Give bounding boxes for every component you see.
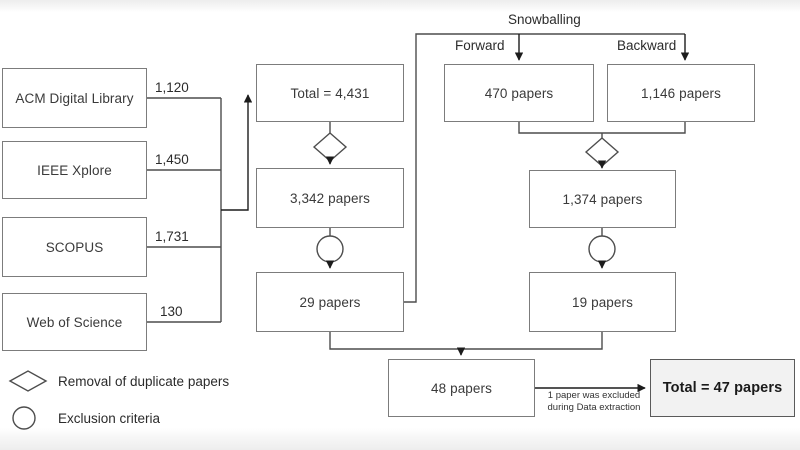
node-snowball-after-exclusion[interactable]: 19 papers	[529, 272, 676, 332]
source-box-scopus[interactable]: SCOPUS	[2, 217, 147, 277]
source-box-ieee[interactable]: IEEE Xplore	[2, 141, 147, 199]
legend-item-exclusion: Exclusion criteria	[8, 405, 160, 431]
source-box-acm[interactable]: ACM Digital Library	[2, 68, 147, 128]
forward-label: Forward	[455, 38, 505, 53]
wire-bus-to-total	[221, 94, 253, 211]
snowballing-title: Snowballing	[508, 12, 581, 27]
circle-exclusion-main	[316, 235, 344, 263]
wire-29-to-snowballing	[404, 33, 519, 303]
diamond-duplicates-snowball	[584, 137, 620, 167]
diamond-icon	[8, 368, 48, 394]
node-final-total[interactable]: Total = 47 papers	[650, 359, 795, 417]
node-snowball-after-duplicates[interactable]: 1,374 papers	[529, 170, 676, 228]
wire-backward-merge	[602, 122, 686, 134]
circle-exclusion-snowball	[588, 235, 616, 263]
count-label-web-of-science: 130	[160, 304, 183, 319]
node-backward-papers[interactable]: 1,146 papers	[607, 64, 755, 122]
circle-icon	[8, 405, 48, 431]
count-label-scopus: 1,731	[155, 229, 189, 244]
wire-bottom-merge-bar	[329, 332, 603, 350]
exclusion-note: 1 paper was excluded during Data extract…	[538, 390, 650, 413]
count-label-acm: 1,120	[155, 80, 189, 95]
exclusion-note-line2: during Data extraction	[547, 401, 641, 413]
legend-item-duplicates: Removal of duplicate papers	[8, 368, 229, 394]
count-label-ieee: 1,450	[155, 152, 189, 167]
legend-label-duplicates: Removal of duplicate papers	[58, 373, 230, 389]
node-after-duplicates[interactable]: 3,342 papers	[256, 168, 404, 228]
node-after-exclusion[interactable]: 29 papers	[256, 272, 404, 332]
node-total-initial[interactable]: Total = 4,431	[256, 64, 404, 122]
diamond-duplicates-main	[312, 132, 348, 162]
source-box-web-of-science[interactable]: Web of Science	[2, 293, 147, 351]
node-combined-papers[interactable]: 48 papers	[388, 359, 535, 417]
wire-forward-merge	[518, 122, 602, 134]
backward-label: Backward	[617, 38, 677, 53]
exclusion-note-line1: 1 paper was excluded	[547, 390, 641, 401]
legend-label-exclusion: Exclusion criteria	[58, 410, 161, 426]
node-forward-papers[interactable]: 470 papers	[444, 64, 594, 122]
